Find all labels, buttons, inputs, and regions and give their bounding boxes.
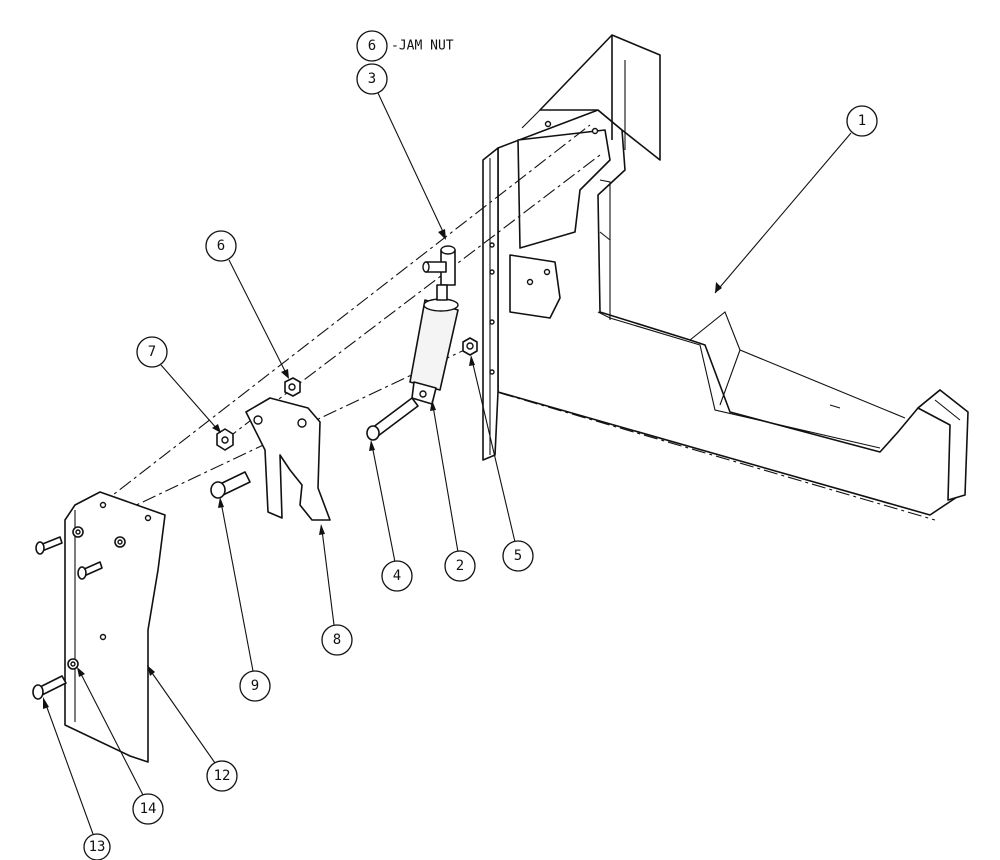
balloon-3-label: 3 — [368, 71, 376, 87]
balloon-6-label: 6 — [217, 238, 225, 254]
balloon-6: 6 — [205, 230, 237, 262]
part-3-rod-end — [422, 245, 456, 286]
part-12-mounting-plate — [64, 491, 166, 763]
part-2-cylinder — [409, 284, 459, 405]
balloon-5: 5 — [502, 540, 534, 572]
balloon-2-label: 2 — [456, 558, 464, 574]
balloon-7: 7 — [136, 336, 168, 368]
balloon-4: 4 — [381, 560, 413, 592]
balloon-8: 8 — [321, 624, 353, 656]
balloon-6-jam-nut-label: 6 — [368, 38, 376, 54]
balloon-5-label: 5 — [514, 548, 522, 564]
balloon-6-jam-nut: 6 -JAM NUT — [356, 30, 454, 62]
part-13-screws — [32, 536, 103, 700]
part-5-nut — [462, 337, 478, 356]
balloon-2: 2 — [444, 550, 476, 582]
balloon-13: 13 — [83, 833, 111, 860]
balloon-7-label: 7 — [148, 344, 156, 360]
balloon-1-label: 1 — [858, 113, 866, 129]
balloon-3: 3 — [356, 63, 388, 95]
jam-nut-note: -JAM NUT — [391, 39, 454, 54]
part-7-nut — [216, 428, 234, 451]
balloon-13-label: 13 — [89, 839, 106, 855]
balloon-14: 14 — [132, 793, 164, 825]
balloon-12: 12 — [206, 760, 238, 792]
balloon-14-label: 14 — [140, 801, 157, 817]
part-8-bracket-plate — [245, 397, 331, 521]
balloon-8-label: 8 — [333, 632, 341, 648]
part-4-bolt — [366, 397, 419, 441]
balloon-9-label: 9 — [251, 678, 259, 694]
part-1-frame — [482, 34, 969, 516]
balloon-1: 1 — [846, 105, 878, 137]
balloon-4-label: 4 — [393, 568, 401, 584]
part-9-pin — [210, 471, 251, 499]
balloon-12-label: 12 — [214, 768, 231, 784]
part-6-jam-nut — [284, 377, 301, 397]
balloon-9: 9 — [239, 670, 271, 702]
leader-lines — [43, 92, 852, 835]
